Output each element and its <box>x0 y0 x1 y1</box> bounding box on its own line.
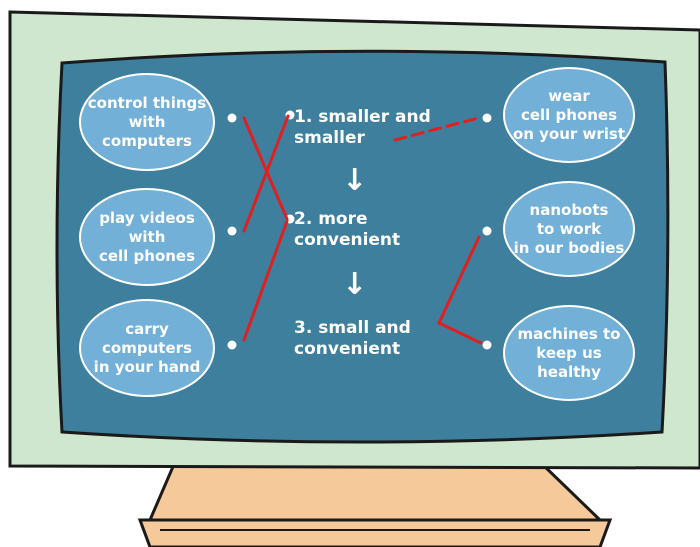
left-bubble-2 <box>79 188 215 286</box>
right-bubble-3 <box>503 305 635 401</box>
left-item-3: carry computers in your hand <box>93 320 201 376</box>
dot-right-1 <box>482 113 492 123</box>
dot-right-3 <box>482 340 492 350</box>
line-left1-to-2 <box>242 116 289 221</box>
right-item-1: wear cell phones on your wrist <box>512 87 626 143</box>
line-left2-to-1 <box>242 114 290 233</box>
left-item-2: play videos with cell phones <box>98 209 196 265</box>
line-3-to-right <box>437 235 483 345</box>
down-arrow-2: ↓ <box>342 267 368 302</box>
middle-item-3: 3. small and convenient <box>294 318 411 360</box>
middle-item-1: 1. smaller and smaller <box>294 107 431 149</box>
right-item-2: nanobots to work in our bodies <box>513 201 625 257</box>
dot-left-1 <box>227 113 237 123</box>
dot-right-2 <box>482 226 492 236</box>
right-bubble-1 <box>503 67 635 163</box>
right-bubble-2 <box>503 181 635 277</box>
line-left3-to-2 <box>242 219 289 342</box>
left-item-1: control things with computers <box>87 94 207 150</box>
right-item-3: machines to keep us healthy <box>517 325 621 381</box>
left-bubble-3 <box>79 299 215 397</box>
answer-lines <box>242 114 484 345</box>
line-1-to-right1 <box>393 115 484 142</box>
middle-item-2: 2. more convenient <box>294 209 401 251</box>
down-arrow-1: ↓ <box>342 163 368 198</box>
monitor-stand <box>137 460 613 547</box>
dot-left-3 <box>227 340 237 350</box>
left-bubble-1 <box>79 73 215 171</box>
connector-dots <box>227 110 492 350</box>
dot-left-2 <box>227 226 237 236</box>
